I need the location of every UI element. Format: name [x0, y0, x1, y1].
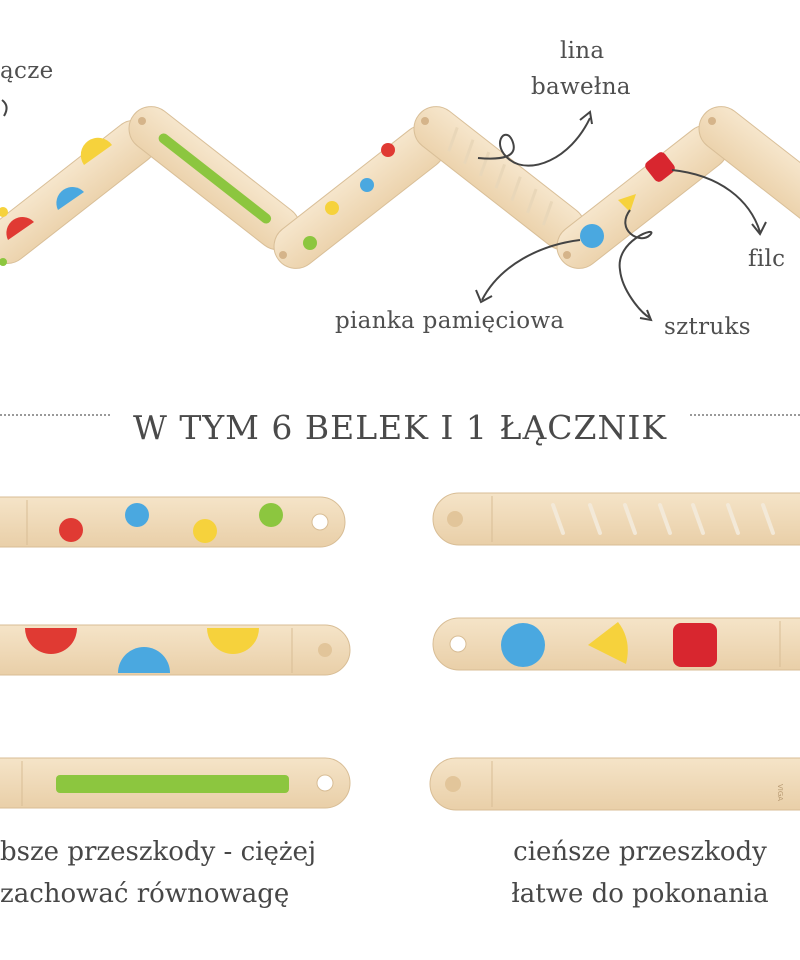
corduroy-label: sztruks [664, 314, 751, 340]
joint-dot [279, 251, 287, 259]
blue-dot [360, 178, 374, 192]
yellow-half-circle [80, 137, 112, 165]
yellow-dot [0, 207, 8, 217]
beam-right-textures [432, 617, 800, 671]
felt-arrow-head [751, 221, 767, 236]
connector-label: ącze [0, 58, 54, 84]
blue-dot [125, 503, 149, 527]
joint-dot [708, 117, 716, 125]
brand-mark: VIGA [776, 784, 784, 801]
peg [445, 776, 461, 792]
caption-left-line1: bsze przeszkody - ciężej [0, 837, 316, 867]
corduroy-triangle [618, 194, 636, 212]
beam-left-green-bar [0, 757, 351, 809]
felt-arrow [671, 169, 761, 233]
joint-dot [138, 117, 146, 125]
green-dot [259, 503, 283, 527]
heading-divider-left [0, 414, 110, 416]
zigzag-beam [0, 106, 800, 269]
green-dot [0, 258, 7, 266]
beam-right-plain: VIGA [429, 757, 800, 811]
rope-squiggle [477, 117, 591, 167]
caption-right-line1: cieńsze przeszkody [513, 837, 767, 867]
corduroy-arrow-head [639, 309, 653, 322]
red-half-circle [25, 628, 77, 654]
felt-label: filc [748, 246, 786, 272]
beam-segment-2 [128, 106, 301, 251]
peg [318, 643, 332, 657]
red-dot [381, 143, 395, 157]
section-heading: W TYM 6 BELEK I 1 ŁĄCZNIK [132, 408, 668, 447]
caption-right-line2: łatwe do pokonania [511, 879, 769, 909]
joint-dot [421, 117, 429, 125]
heading-divider-right [690, 414, 800, 416]
beam-left-half-circles [0, 624, 351, 676]
memory-foam-label: pianka pamięciowa [335, 308, 565, 334]
memory-foam-circle [501, 623, 545, 667]
red-dot [59, 518, 83, 542]
assembled-beam-illustration [0, 99, 800, 322]
hole [311, 513, 329, 531]
corduroy-triangle [588, 622, 628, 664]
hole [316, 774, 334, 792]
beam-segment-4 [413, 106, 586, 251]
peg [447, 511, 463, 527]
felt-square [645, 152, 675, 182]
connector-arrow [1, 99, 8, 117]
rope-arrow-head [579, 110, 593, 125]
green-dot [303, 236, 317, 250]
joint-dot [563, 251, 571, 259]
beam-segment-6 [698, 106, 800, 251]
corduroy-arrow [618, 209, 653, 319]
felt-square [673, 623, 717, 667]
yellow-dot [193, 519, 217, 543]
rope-label-line2: bawełna [531, 74, 631, 100]
blue-half-circle [118, 647, 170, 673]
foam-arrow [481, 239, 581, 301]
beam-right-rope [432, 492, 800, 546]
beam-left-dots [0, 496, 346, 548]
caption-left-line2: zachować równowagę [0, 879, 290, 909]
blue-half-circle [56, 187, 84, 210]
yellow-half-circle [207, 628, 259, 654]
red-half-circle [6, 217, 34, 240]
foam-arrow-head [475, 289, 493, 304]
rope-label-line1: lina [560, 38, 605, 64]
memory-foam-circle [580, 224, 604, 248]
hole [449, 635, 467, 653]
green-bar [56, 775, 289, 793]
yellow-dot [325, 201, 339, 215]
